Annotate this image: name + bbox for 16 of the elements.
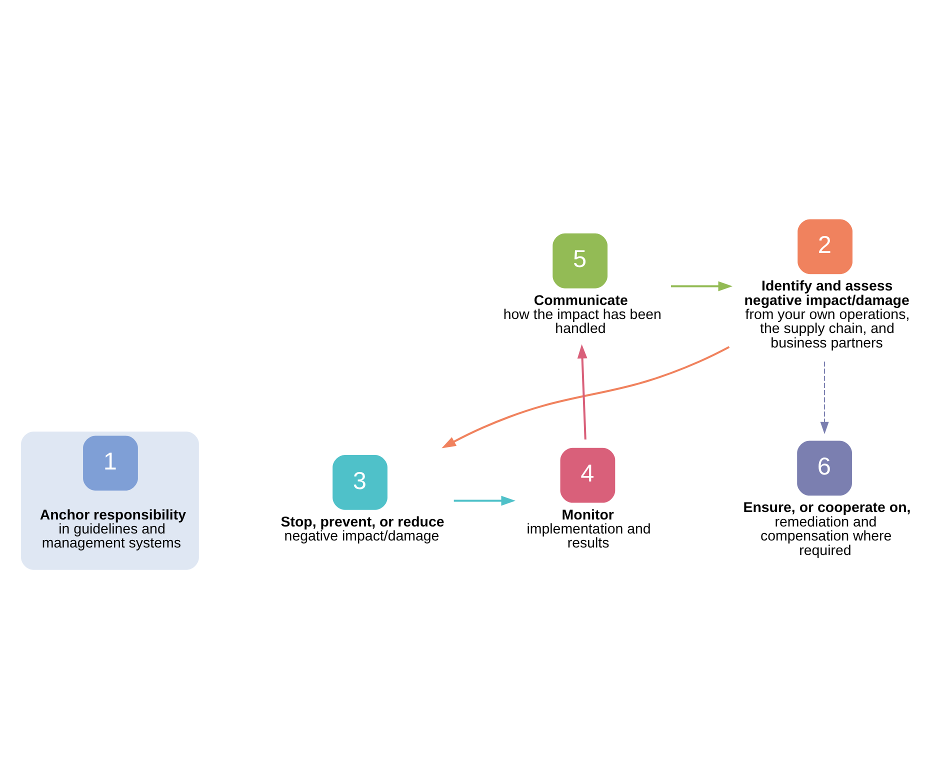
node-box: 6 xyxy=(797,440,852,496)
arrow xyxy=(454,495,516,506)
arrow xyxy=(442,346,730,448)
node-label: Monitor implementation and results xyxy=(526,506,651,552)
node-box: 4 xyxy=(560,447,616,502)
node-label: Stop, prevent, or reduce negative impact/damage xyxy=(280,514,444,544)
node-label: Identify and assess negative impact/damage from your own operations, the supply chain, and business partners xyxy=(744,278,910,351)
arrow xyxy=(820,361,829,434)
node-label: Ensure, or cooperate on, remediation and compensation where required xyxy=(743,500,911,558)
node-box: 5 xyxy=(552,232,608,288)
node-label: Communicate how the impact has been handled xyxy=(503,292,662,337)
arrow xyxy=(670,280,733,291)
arrow xyxy=(577,344,588,440)
node-box: 1 Anchor responsibility in guidelines and management systems xyxy=(21,431,199,570)
node-box: 2 xyxy=(798,218,852,274)
node-box: 3 xyxy=(332,454,388,510)
